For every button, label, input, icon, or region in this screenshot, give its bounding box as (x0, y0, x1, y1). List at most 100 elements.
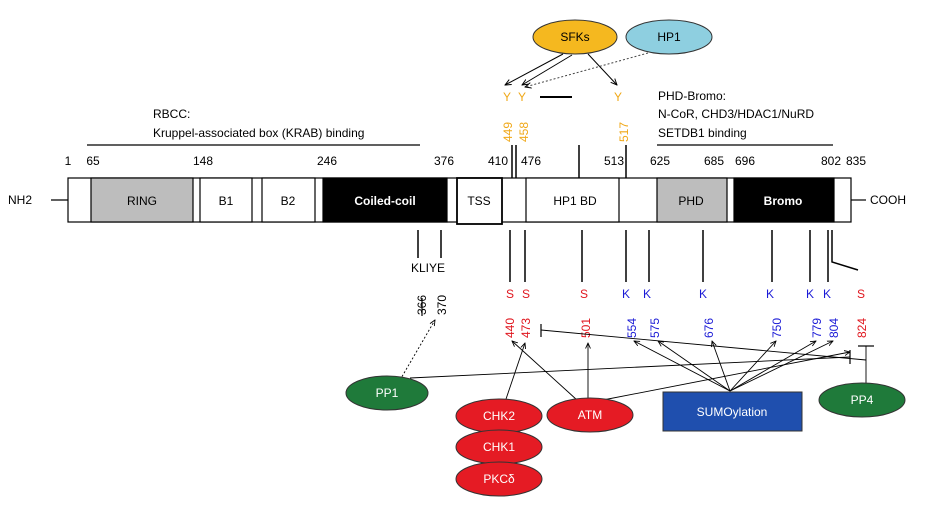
site-676-letter: K (699, 287, 707, 301)
bromo-domain (733, 177, 835, 223)
tyrosine-449-number: 449 (501, 122, 515, 142)
sumoylation-box (662, 391, 803, 432)
sumo-to-k554-arrow (634, 341, 731, 392)
b1-domain (199, 177, 253, 223)
sfks-to-y517-arrow (587, 53, 617, 85)
site-804-number: 804 (827, 318, 841, 338)
kliye-label: KLIYE (411, 261, 445, 275)
sfks-to-y449-arrow (505, 53, 564, 85)
pp1-ellipse (345, 375, 429, 411)
site-779-letter: K (806, 287, 814, 301)
position-476: 476 (521, 154, 541, 168)
position-410: 410 (488, 154, 508, 168)
ring-domain-label: RING (127, 194, 157, 208)
position-65: 65 (86, 154, 100, 168)
pp1-to-s824-inhibition (409, 356, 851, 379)
site-750-letter: K (766, 287, 774, 301)
c-terminus-label: COOH (870, 193, 906, 207)
hp1-ellipse (625, 19, 713, 55)
region-headers: RBCC: Kruppel-associated box (KRAB) bind… (87, 89, 833, 146)
pp4-ellipse (818, 382, 906, 418)
site-473-number: 473 (519, 318, 533, 338)
tyrosine-458-number: 458 (517, 122, 531, 142)
site-letters: S S S K K K K K K S (506, 287, 865, 301)
site-ticks (509, 230, 859, 282)
b1-domain-label: B1 (219, 194, 234, 208)
b2-domain (261, 177, 316, 223)
tyrosine-y517-letter: Y (614, 90, 622, 104)
position-685: 685 (704, 154, 724, 168)
pp1-to-kliye-arrow (399, 320, 435, 381)
site-804-letter: K (823, 287, 831, 301)
site-750-number: 750 (770, 318, 784, 338)
position-802: 802 (821, 154, 841, 168)
position-1: 1 (65, 154, 72, 168)
hp1-label: HP1 (657, 30, 681, 44)
ring-domain (90, 177, 194, 223)
sumo-to-k575-arrow (658, 341, 731, 392)
position-696: 696 (735, 154, 755, 168)
site-501-letter: S (580, 287, 588, 301)
site-779-number: 779 (810, 318, 824, 338)
site-473-letter: S (522, 287, 530, 301)
regulatory-connectors (399, 320, 874, 403)
phd-domain-label: PHD (678, 194, 704, 208)
atm-to-s824-arrow (602, 352, 850, 401)
site-numbers: 440 473 501 554 575 676 750 779 804 824 (503, 318, 869, 338)
atm-ellipse (546, 397, 634, 433)
kliye-end-number: 370 (435, 295, 449, 315)
protein-bar: NH2 COOH RING B1 B2 Coiled-coil TSS HP1 … (8, 177, 906, 225)
pkcd-label: PKCδ (483, 472, 515, 486)
site-824-number: 824 (855, 318, 869, 338)
atm-to-s440-arrow (512, 341, 578, 401)
sumo-to-k750-arrow (729, 341, 776, 392)
residue-positions: 1 65 148 246 376 410 476 513 625 685 696… (65, 154, 867, 168)
rbcc-subtitle: Kruppel-associated box (KRAB) binding (153, 126, 364, 140)
pkcd-ellipse (455, 461, 543, 497)
pp1-label: PP1 (376, 386, 399, 400)
kliye-motif: KLIYE 366 370 (411, 230, 449, 316)
hp1-bd-domain-label: HP1 BD (553, 194, 597, 208)
sfks-label: SFKs (560, 30, 589, 44)
site-tick-824 (831, 230, 859, 271)
bromo-domain-label: Bromo (764, 194, 803, 208)
phd-domain (656, 177, 728, 223)
position-376: 376 (434, 154, 454, 168)
position-835: 835 (846, 154, 866, 168)
tss-domain (456, 177, 503, 225)
site-440-letter: S (506, 287, 514, 301)
site-501-number: 501 (579, 318, 593, 338)
hp1-bd-domain (525, 177, 620, 223)
phd-bromo-subtitle: N-CoR, CHD3/HDAC1/NuRD (658, 107, 814, 121)
site-575-letter: K (643, 287, 651, 301)
site-676-number: 676 (702, 318, 716, 338)
chk2-to-s473-arrow (504, 343, 525, 403)
phd-bromo-subtitle2: SETDB1 binding (658, 126, 747, 140)
site-824-letter: S (857, 287, 865, 301)
sumo-to-k804-arrow (729, 341, 833, 392)
n-terminus-label: NH2 (8, 193, 32, 207)
enzyme-nodes: PP1 CHK2 CHK1 PKCδ ATM SUMOylation PP4 (345, 375, 906, 497)
site-575-number: 575 (648, 318, 662, 338)
sumo-to-k676-arrow (712, 341, 731, 392)
site-440-number: 440 (503, 318, 517, 338)
tyrosine-517-number: 517 (617, 122, 631, 142)
sfks-ellipse (532, 19, 618, 55)
coiled-coil-domain-label: Coiled-coil (354, 194, 415, 208)
sfks-to-y458-arrow (522, 54, 573, 85)
phd-bromo-title: PHD-Bromo: (658, 89, 726, 103)
tyrosine-y449-letter: Y (503, 90, 511, 104)
position-148: 148 (193, 154, 213, 168)
chk2-label: CHK2 (483, 409, 515, 423)
atm-label: ATM (578, 408, 602, 422)
pp4-label: PP4 (851, 393, 874, 407)
top-annotations: SFKs HP1 Y Y Y 449 458 517 (501, 19, 713, 178)
b2-domain-label: B2 (281, 194, 296, 208)
site-554-letter: K (622, 287, 630, 301)
sumoylation-label: SUMOylation (697, 405, 768, 419)
pp4-to-s473-inhibition (540, 329, 867, 361)
position-513: 513 (604, 154, 624, 168)
position-246: 246 (317, 154, 337, 168)
sumo-to-k779-arrow (729, 341, 816, 392)
